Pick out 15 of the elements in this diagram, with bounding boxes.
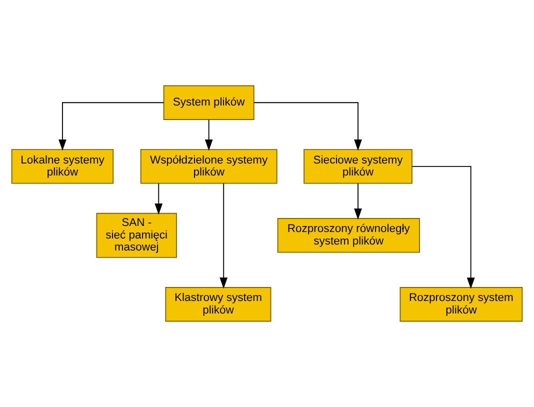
arrow [412,166,475,289]
node-box: Rozproszony równoległy system plików [277,218,420,253]
arrow [154,183,163,215]
node-box: Współdzielone systemy plików [140,149,278,184]
node-box: System plików [163,85,254,120]
arrow [204,119,213,151]
arrow [354,183,362,220]
arrow [254,102,362,151]
node-box: Sieciowe systemy plików [304,149,412,184]
node-box: SAN - sieć pamięci masowej [96,212,177,258]
node-box: Rozproszony system plików [400,287,523,322]
node-box: Klastrowy system plików [165,287,272,322]
arrow [58,102,164,151]
node-box: Lokalne systemy plików [11,149,114,184]
arrow [220,182,228,289]
